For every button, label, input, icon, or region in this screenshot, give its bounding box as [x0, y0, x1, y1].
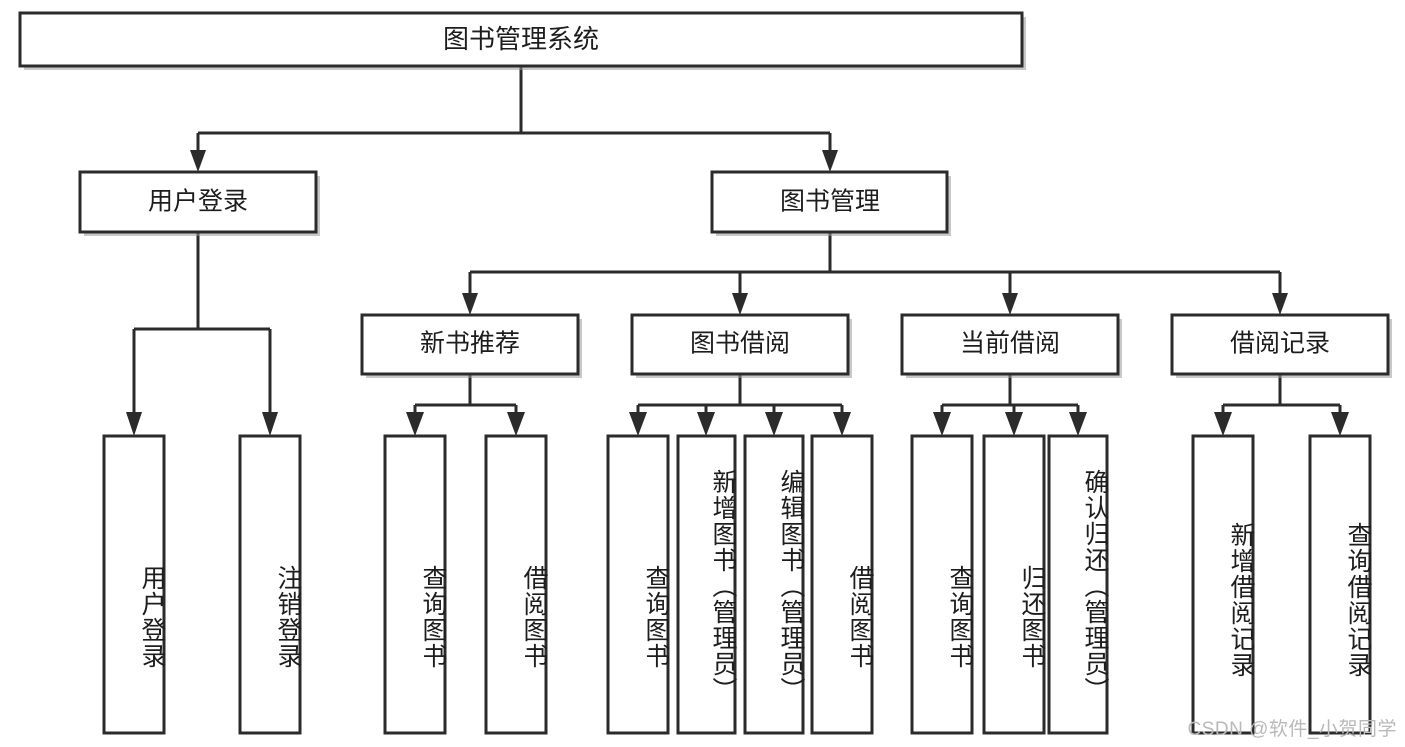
- node-new-book-recommend-rect: [360, 313, 580, 376]
- node-borrow-records-label: 借阅记录: [1230, 330, 1330, 358]
- node-borrow-records-rect: [1170, 313, 1390, 376]
- arrowhead-leaf-add-borrow-record: [1214, 412, 1232, 436]
- node-book-borrow-rect: [630, 313, 850, 376]
- arrowhead-user-login: [190, 150, 206, 172]
- node-leaf-add-book-admin-rect[interactable]: [676, 434, 737, 735]
- arrowhead-leaf-query-book-borrow: [629, 412, 647, 436]
- connector-layer: [126, 66, 1349, 436]
- node-leaf-edit-book-admin-rect[interactable]: [743, 434, 805, 735]
- node-book-borrow[interactable]: 图书借阅: [630, 313, 852, 378]
- leaf-layer: [102, 434, 1372, 735]
- arrowhead-leaf-query-book-rec: [406, 412, 424, 436]
- arrowhead-book-management: [822, 150, 838, 172]
- node-leaf-query-borrow-record-rect[interactable]: [1308, 434, 1372, 735]
- node-system-rect: [18, 11, 1024, 68]
- node-borrow-records[interactable]: 借阅记录: [1170, 313, 1392, 378]
- node-book-borrow-label: 图书借阅: [690, 330, 790, 358]
- node-current-borrow-rect: [900, 313, 1120, 376]
- arrowhead-leaf-query-borrow-record: [1331, 412, 1349, 436]
- arrowhead-book-borrow: [732, 293, 748, 315]
- node-system-label: 图书管理系统: [443, 24, 599, 54]
- node-user-login-rect: [78, 170, 318, 234]
- arrowhead-leaf-user-login: [126, 412, 142, 436]
- node-leaf-logout-rect[interactable]: [238, 434, 302, 735]
- csdn-watermark: CSDN @软件_小贺同学: [1187, 719, 1397, 740]
- node-current-borrow-label: 当前借阅: [960, 330, 1060, 358]
- node-leaf-confirm-return-admin-rect[interactable]: [1047, 434, 1109, 735]
- node-leaf-borrow-book-rec-rect[interactable]: [484, 434, 548, 735]
- arrowhead-leaf-confirm-return-admin: [1069, 412, 1087, 436]
- node-current-borrow[interactable]: 当前借阅: [900, 313, 1122, 378]
- node-leaf-borrow-book-rect[interactable]: [810, 434, 874, 735]
- arrowhead-leaf-logout: [262, 412, 278, 436]
- node-leaf-query-book-rec-rect[interactable]: [383, 434, 447, 735]
- node-leaf-query-book-borrow-rect[interactable]: [606, 434, 670, 735]
- node-leaf-return-book-rect[interactable]: [982, 434, 1046, 735]
- arrowhead-leaf-query-book-current: [933, 412, 951, 436]
- arrowhead-leaf-return-book: [1005, 412, 1023, 436]
- node-leaf-user-login-rect[interactable]: [102, 434, 166, 735]
- node-user-login[interactable]: 用户登录: [78, 170, 320, 236]
- arrowhead-leaf-add-book-admin: [697, 412, 715, 436]
- node-book-management[interactable]: 图书管理: [710, 170, 951, 236]
- arrowhead-current-borrow: [1002, 293, 1018, 315]
- arrowhead-leaf-edit-book-admin: [765, 412, 783, 436]
- arrowhead-borrow-records: [1272, 293, 1288, 315]
- node-leaf-query-book-current-rect[interactable]: [910, 434, 974, 735]
- arrowhead-leaf-borrow-book-rec: [507, 412, 525, 436]
- arrowhead-leaf-borrow-book: [833, 412, 851, 436]
- node-book-management-label: 图书管理: [780, 188, 880, 216]
- node-leaf-add-borrow-record-rect[interactable]: [1191, 434, 1255, 735]
- arrowhead-new-book-recommend: [462, 293, 478, 315]
- node-new-book-recommend[interactable]: 新书推荐: [360, 313, 582, 378]
- node-new-book-recommend-label: 新书推荐: [420, 330, 520, 358]
- node-system[interactable]: 图书管理系统: [18, 11, 1026, 70]
- node-book-management-rect: [710, 170, 949, 234]
- node-user-login-label: 用户登录: [148, 188, 248, 216]
